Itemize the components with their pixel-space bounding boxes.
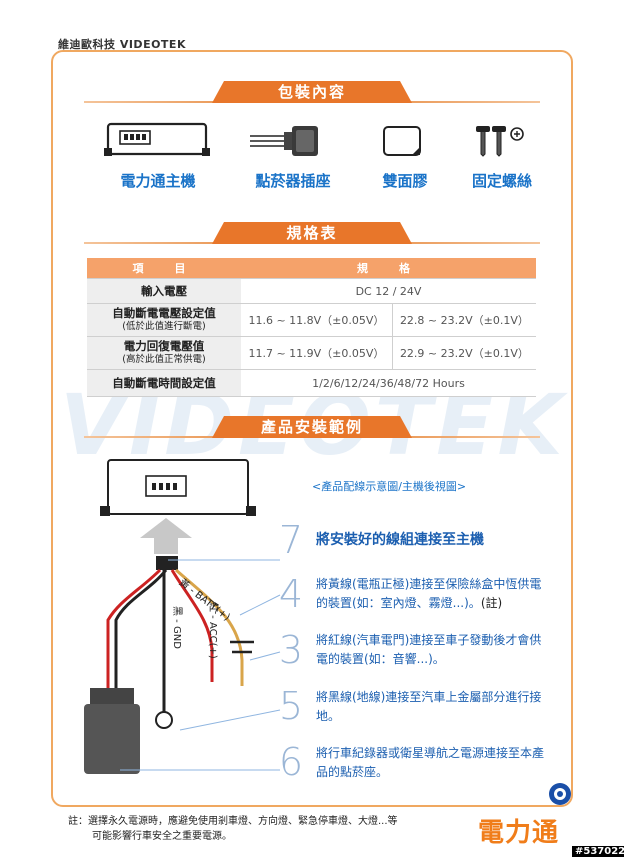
- spec-row-value-24v: 22.8 ~ 23.2V（±0.1V）: [392, 303, 536, 337]
- product-logo: 電力通: [478, 818, 560, 848]
- spec-row-label: 電力回復電壓值 (高於此值正常供電): [87, 336, 241, 370]
- double-sided-tape-icon: [383, 126, 421, 156]
- spec-row-value-12v: 11.7 ~ 11.9V（±0.05V）: [241, 336, 393, 370]
- spec-row: 輸入電壓 DC 12 / 24V: [87, 278, 536, 304]
- spec-header-item: 項 目: [87, 258, 241, 279]
- step-text-note: (註): [480, 596, 503, 610]
- section-title-spec: 規格表: [212, 222, 412, 244]
- section-title-install: 產品安裝範例: [212, 416, 412, 438]
- footer-note-line2: 可能影響行車安全之重要電源。: [92, 831, 232, 842]
- spec-table-header: 項 目 規 格: [87, 258, 536, 279]
- step-text-main: 將黃線(電瓶正極)連接至保險絲盒中恆供電的裝置(如：室內燈、霧燈...)。: [316, 577, 542, 610]
- step-number: 7: [278, 518, 304, 562]
- step-number: 3: [278, 628, 304, 672]
- step-number: 6: [278, 740, 304, 784]
- screws-icon: [476, 126, 524, 157]
- footer-note-line1: 註：選擇永久電源時，應避免使用剎車燈、方向燈、緊急停車燈、大燈...等: [68, 816, 398, 827]
- spec-row: 電力回復電壓值 (高於此值正常供電) 11.7 ~ 11.9V（±0.05V） …: [87, 336, 536, 370]
- step-text: 將紅線(汽車電門)連接至車子發動後才會供電的裝置(如：音響...)。: [316, 633, 542, 666]
- spec-row-value: DC 12 / 24V: [241, 278, 536, 304]
- spec-table: 項 目 規 格 輸入電壓 DC 12 / 24V 自動斷電電壓設定值 (低於此值…: [87, 258, 536, 397]
- diagram-leader-lines: [120, 559, 281, 771]
- spec-row-label-main: 電力回復電壓值: [123, 339, 205, 353]
- spec-row-label: 自動斷電時間設定值: [87, 369, 241, 397]
- package-label-socket: 點菸器插座: [255, 172, 331, 190]
- spec-row-label-sub: (低於此值進行斷電): [122, 321, 206, 332]
- step-number: 5: [278, 684, 304, 728]
- package-label-screws: 固定螺絲: [471, 172, 532, 190]
- wiring-diagram: [84, 459, 256, 774]
- main-unit-icon: [104, 122, 210, 156]
- spec-row-label-main: 自動斷電電壓設定值: [112, 306, 216, 320]
- spec-row-value-12v: 11.6 ~ 11.8V（±0.05V）: [241, 303, 393, 337]
- spec-row-label: 自動斷電電壓設定值 (低於此值進行斷電): [87, 303, 241, 337]
- step-text: 將黑線(地線)連接至汽車上金屬部分進行接地。: [316, 690, 542, 723]
- spec-row: 自動斷電時間設定值 1/2/6/12/24/36/48/72 Hours: [87, 369, 536, 397]
- brand-header: 維迪歐科技 VIDEOTEK: [58, 38, 186, 51]
- spec-row-value-24v: 22.9 ~ 23.2V（±0.1V）: [392, 336, 536, 370]
- package-label-main: 電力通主機: [120, 172, 196, 190]
- package-label-tape: 雙面膠: [382, 172, 428, 190]
- diagram-caption: <產品配線示意圖/主機後視圖>: [312, 480, 467, 493]
- step-text: 將行車紀錄器或衛星導航之電源連接至本產品的點菸座。: [316, 746, 545, 779]
- step-text: 將黃線(電瓶正極)連接至保險絲盒中恆供電的裝置(如：室內燈、霧燈...)。(註): [316, 575, 552, 613]
- id-stamp: #537022: [572, 846, 624, 857]
- content-frame: [51, 50, 573, 807]
- spec-header-spec: 規 格: [241, 258, 536, 279]
- spec-row-value: 1/2/6/12/24/36/48/72 Hours: [241, 369, 536, 397]
- spec-row-label: 輸入電壓: [87, 278, 241, 304]
- section-title-package: 包裝內容: [212, 81, 412, 103]
- spec-row: 自動斷電電壓設定值 (低於此值進行斷電) 11.6 ~ 11.8V（±0.05V…: [87, 303, 536, 337]
- videotek-badge-icon: [549, 783, 571, 805]
- step-number: 4: [278, 572, 304, 616]
- step-text: 將安裝好的線組連接至主機: [316, 532, 484, 548]
- cigarette-socket-icon: [250, 126, 318, 156]
- spec-row-label-sub: (高於此值正常供電): [122, 354, 206, 365]
